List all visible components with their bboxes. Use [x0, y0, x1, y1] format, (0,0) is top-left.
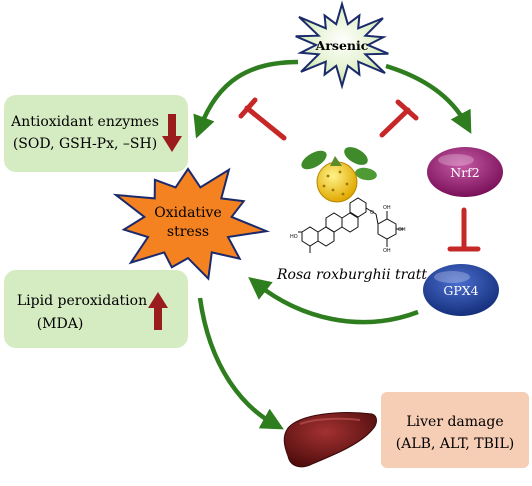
nrf2-label: Nrf2 — [450, 165, 480, 180]
svg-text:HO: HO — [290, 234, 298, 240]
arsenic-label: Arsenic — [315, 38, 369, 53]
svg-text:OH: OH — [383, 248, 391, 254]
antioxidant-markers: (SOD, GSH-Px, –SH) — [13, 136, 157, 152]
svg-text:OH: OH — [383, 205, 391, 211]
liver-title: Liver damage — [406, 414, 503, 430]
liver-markers: (ALB, ALT, TBIL) — [396, 436, 514, 452]
oxidative-stress-label-line1: Oxidative — [154, 205, 221, 221]
inhibit-mark-left — [238, 97, 287, 141]
arsenic-node: Arsenic — [295, 0, 389, 90]
lipid-title: Lipid peroxidation — [17, 293, 147, 309]
antioxidant-title: Antioxidant enzymes — [10, 114, 159, 130]
liver-box: Liver damage (ALB, ALT, TBIL) — [381, 392, 529, 468]
arrow-arsenic-to-nrf2 — [385, 63, 472, 134]
rosa-fruit-icon — [301, 147, 377, 203]
svg-text:OH: OH — [398, 227, 406, 233]
inhibit-nrf2-gpx4 — [447, 207, 481, 252]
gpx4-label: GPX4 — [443, 283, 478, 298]
arrow-arsenic-to-antioxidant — [193, 59, 299, 139]
up-arrow-icon — [148, 292, 168, 330]
liver-icon — [283, 412, 377, 468]
svg-text:O: O — [370, 210, 374, 216]
inhibit-mark-right — [379, 99, 419, 138]
oxidative-stress-star-shape — [112, 167, 271, 281]
arrow-stress-to-liver — [197, 297, 284, 430]
chemical-atom-labels: HO O OH OH OH — [290, 205, 406, 254]
lipid-box: Lipid peroxidation (MDA) — [4, 270, 188, 348]
down-arrow-icon — [162, 114, 182, 152]
oxidative-stress-node: Oxidative stress — [112, 167, 271, 281]
chemical-structure-icon — [298, 197, 404, 253]
arrow-gpx4-to-oxidative-stress — [248, 277, 419, 325]
antioxidant-box: Antioxidant enzymes (SOD, GSH-Px, –SH) — [4, 95, 188, 172]
gpx4-node: GPX4 — [423, 264, 499, 316]
nrf2-node: Nrf2 — [427, 147, 503, 197]
lipid-marker: (MDA) — [37, 316, 84, 332]
arsenic-star-shape — [295, 0, 389, 90]
rosa-label: Rosa roxburghii tratt — [276, 267, 427, 283]
oxidative-stress-label-line2: stress — [167, 224, 209, 240]
